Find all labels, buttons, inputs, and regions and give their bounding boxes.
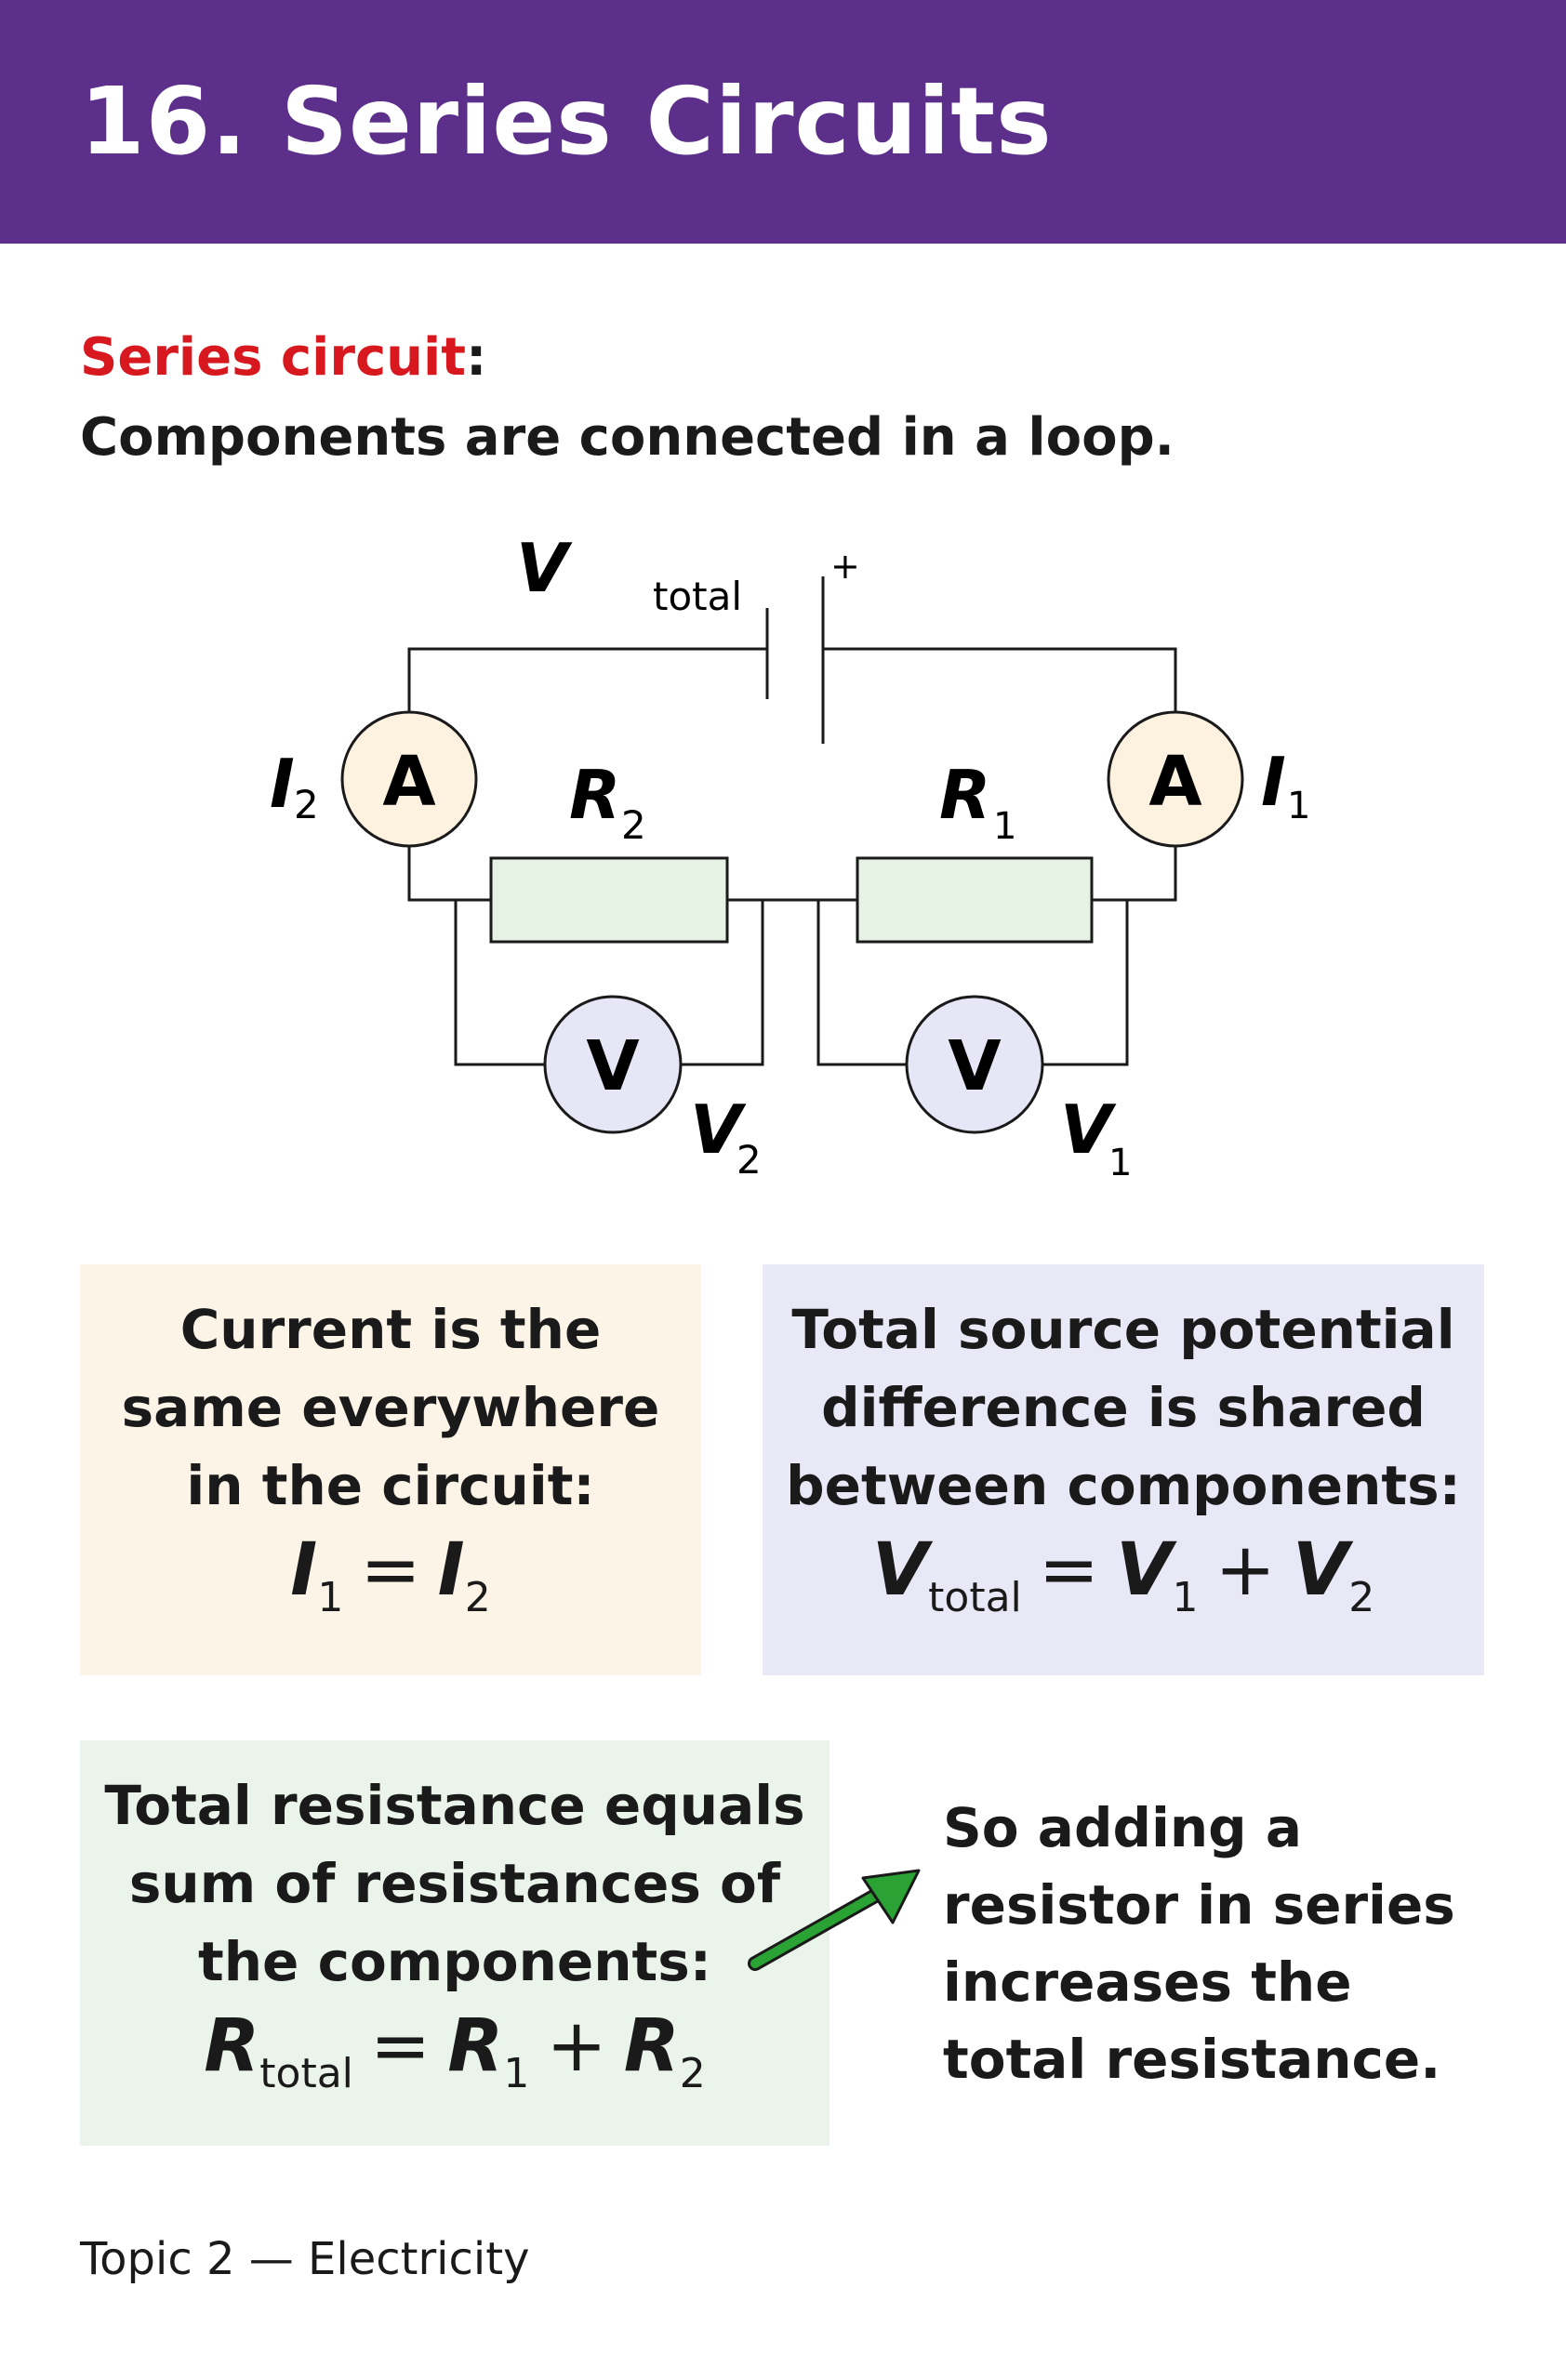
note-line: total resistance.	[943, 2028, 1441, 2091]
ammeter-right: A	[1107, 710, 1244, 848]
resistance-rule-box: Total resistance equals sum of resistanc…	[80, 1740, 829, 2146]
source-voltage-symbol: V	[516, 529, 573, 607]
note-text: So adding a resistor in series increases…	[943, 1790, 1455, 2098]
resistance-rule-line: sum of resistances of	[128, 1852, 781, 1915]
eq-subscript: 1	[503, 2050, 530, 2097]
ammeter-left: A	[340, 710, 478, 848]
voltage-equation: Vtotal=V1+V2	[763, 1528, 1484, 1621]
eq-subscript: total	[259, 2050, 353, 2097]
resistor-right-label: R	[939, 756, 990, 834]
eq-subscript: 2	[464, 1574, 491, 1621]
eq-symbol: R	[447, 2004, 504, 2088]
battery-symbol: V total +	[516, 529, 860, 619]
current-left-label: I	[270, 745, 295, 823]
eq-operator: =	[360, 1528, 421, 1612]
voltage-rule-box: Total source potential difference is sha…	[763, 1264, 1484, 1675]
note-line: increases the	[943, 1950, 1352, 2014]
ammeter-right-symbol: A	[1148, 742, 1201, 822]
resistor-left-label: R	[569, 756, 620, 834]
source-voltage-sub: total	[653, 574, 742, 619]
voltmeter-left-symbol: V	[586, 1026, 639, 1106]
eq-operator: =	[1038, 1528, 1100, 1612]
eq-subscript: 2	[1348, 1574, 1375, 1621]
current-rule-text: Current is the same everywhere in the ci…	[80, 1264, 701, 1525]
voltage-rule-text: Total source potential difference is sha…	[763, 1264, 1484, 1525]
footer-topic: Topic 2 — Electricity	[80, 2233, 530, 2285]
current-rule-line: same everywhere	[121, 1376, 660, 1439]
resistance-equation: Rtotal=R1+R2	[80, 2004, 829, 2097]
eq-subscript: 1	[317, 1574, 344, 1621]
current-left-sub: 2	[294, 782, 319, 827]
resistor-right-sub: 1	[993, 805, 1016, 848]
resistor-left-sub: 2	[621, 802, 646, 848]
ammeter-left-symbol: A	[382, 742, 435, 822]
definition-heading: Series circuit:	[80, 318, 1174, 398]
voltage-rule-line: Total source potential	[791, 1298, 1455, 1361]
current-right-label: I	[1261, 743, 1286, 821]
current-right-sub: 1	[1287, 785, 1310, 827]
resistor-right	[856, 856, 1094, 944]
battery-plus-label: +	[830, 546, 860, 587]
eq-operator: +	[1214, 1528, 1276, 1612]
eq-symbol: V	[871, 1528, 929, 1612]
eq-symbol: V	[1292, 1528, 1349, 1612]
voltmeter-right-symbol: V	[948, 1026, 1001, 1106]
current-rule-line: in the circuit:	[186, 1454, 595, 1517]
voltage-left-label: V	[690, 1091, 747, 1169]
eq-subscript: 2	[679, 2050, 706, 2097]
eq-subscript: total	[928, 1574, 1022, 1621]
voltmeter-left: V	[543, 995, 683, 1134]
resistor-left	[489, 856, 729, 944]
series-circuit-diagram: V total + A I 2 A I 1 R 2 R 1 V V 2 V V …	[270, 529, 1310, 1184]
voltage-rule-line: between components:	[786, 1454, 1461, 1517]
current-rule-line: Current is the	[179, 1298, 602, 1361]
resistance-rule-text: Total resistance equals sum of resistanc…	[80, 1740, 829, 2001]
eq-subscript: 1	[1172, 1574, 1199, 1621]
circuit-wires	[407, 576, 1177, 1066]
definition-text: Components are connected in a loop.	[80, 407, 1174, 468]
voltage-left-sub: 2	[737, 1137, 762, 1183]
eq-operator: +	[546, 2004, 607, 2088]
resistance-rule-line: the components:	[198, 1930, 711, 1993]
voltage-right-label: V	[1060, 1091, 1117, 1169]
eq-symbol: R	[623, 2004, 680, 2088]
definition-block: Series circuit: Components are connected…	[80, 318, 1174, 478]
voltage-right-sub: 1	[1108, 1142, 1132, 1184]
page-title: 16. Series Circuits	[80, 67, 1053, 176]
eq-symbol: R	[204, 2004, 260, 2088]
definition-colon: :	[465, 327, 487, 388]
voltmeter-right: V	[905, 995, 1044, 1134]
resistance-rule-line: Total resistance equals	[104, 1774, 805, 1837]
green-arrow-icon	[748, 1869, 921, 1971]
current-rule-box: Current is the same everywhere in the ci…	[80, 1264, 701, 1675]
current-equation: I1=I2	[80, 1528, 701, 1621]
eq-symbol: I	[437, 1528, 465, 1612]
voltage-rule-line: difference is shared	[821, 1376, 1426, 1439]
eq-symbol: V	[1116, 1528, 1173, 1612]
note-line: So adding a	[943, 1796, 1303, 1859]
note-line: resistor in series	[943, 1873, 1455, 1937]
page-header: 16. Series Circuits	[0, 0, 1566, 244]
eq-symbol: I	[290, 1528, 318, 1612]
definition-term: Series circuit	[80, 327, 466, 388]
eq-operator: =	[369, 2004, 431, 2088]
